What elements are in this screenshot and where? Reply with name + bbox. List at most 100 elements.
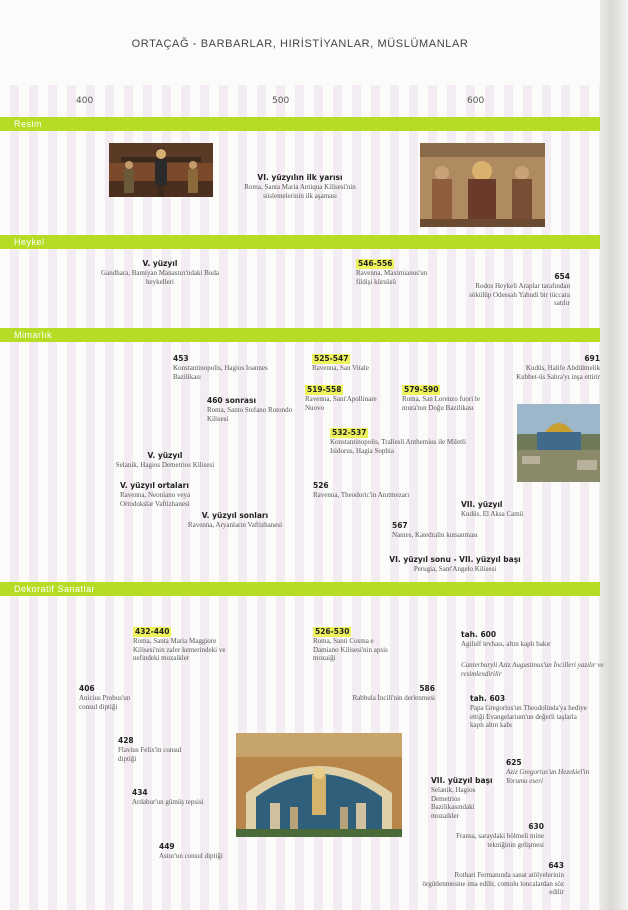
entry-text: Selanik, Hagios Demetrios Bazilikasındak…	[431, 786, 476, 820]
entry-text: Gandhara, Bamiyan Manastırı'ndaki Buda h…	[101, 269, 219, 286]
entry-text: Roma, Santo Stefano Rotondo Kilisesi	[207, 406, 293, 423]
entry-text: Anicius Probus'un consul diptiği	[79, 694, 131, 711]
entry-date: tah. 603	[470, 694, 506, 703]
entry-date: 567	[392, 521, 408, 530]
entry-date: VI. yüzyılın ilk yarısı	[257, 173, 343, 182]
architecture-entry-9: V. yüzyıl ortaları Ravenna, Neoniano vey…	[120, 481, 220, 508]
entry-date: 434	[132, 788, 148, 797]
section-label: Heykel	[14, 237, 45, 247]
architecture-entry-5: 519-558 Ravenna, Sant'Apollinare Nuovo	[305, 385, 380, 412]
section-band-painting: Resim	[0, 117, 600, 131]
entry-text: Canterburyli Aziz Augustinus'un İnciller…	[461, 661, 604, 678]
section-label: Resim	[14, 119, 43, 129]
entry-text: Flavius Felix'in consul diptiği	[118, 746, 182, 763]
entry-text: Konstantinopolis, Hagios Ioannes Bazilik…	[173, 364, 268, 381]
entry-text: Konstantinopolis, Trallesli Anthemius il…	[330, 438, 466, 455]
entry-text: Ravenna, Maximianus'un fildişi kürsüsü	[356, 269, 428, 286]
section-label: Mimarlık	[14, 330, 52, 340]
decorative-entry-6: 586 Rabbula İncili'nin derlenmesi	[345, 684, 435, 703]
entry-date: VII. yüzyıl başı	[431, 776, 493, 785]
entry-date: 586	[419, 684, 435, 693]
sculpture-entry-1: V. yüzyıl Gandhara, Bamiyan Manastırı'nd…	[100, 259, 220, 286]
entry-date: 460 sonrası	[207, 396, 257, 405]
entry-date: 519-558	[305, 385, 344, 395]
decorative-entry-10: 434 Ardabur'un gümüş tepsisi	[132, 788, 212, 807]
entry-date: VII. yüzyıl	[461, 500, 503, 509]
architecture-entry-13: 567 Nantes, Katedralin kutsanması	[392, 521, 512, 540]
entry-text: Ravenna, Theodoric'in Anıtmezarı	[313, 491, 410, 499]
entry-text: Agilulf levhası, altın kaplı bakır	[461, 640, 551, 648]
entry-date: 432-440	[133, 627, 172, 637]
entry-date: tah. 600	[461, 630, 497, 639]
architecture-entry-1: 453 Konstantinopolis, Hagios Ioannes Baz…	[173, 354, 268, 381]
entry-text: Roma, Santi Cosma e Damiano Kilisesi'nin…	[313, 637, 388, 662]
entry-date: 654	[554, 272, 570, 281]
entry-date: V. yüzyıl	[147, 451, 183, 460]
decorative-entry-2: 526-530 Roma, Santi Cosma e Damiano Kili…	[313, 627, 393, 663]
architecture-entry-2: 525-547 Ravenna, San Vitale	[312, 354, 392, 373]
entry-text: Kudüs, Halife Abdülmelik Kubbet-üs Sahra…	[516, 364, 600, 381]
decorative-entry-1: 432-440 Roma, Santa Maria Maggiore Kilis…	[133, 627, 243, 663]
entry-date: 406	[79, 684, 95, 693]
decorative-entry-14: 643 Rothari Fermanında sanat atölyelerin…	[420, 861, 565, 897]
entry-text: Ardabur'un gümüş tepsisi	[132, 798, 204, 806]
decorative-entry-12: 630 Fransa, saraydaki bölmeli mine tekni…	[434, 822, 544, 849]
entry-text: Ravenna, Sant'Apollinare Nuovo	[305, 395, 377, 412]
entry-date: 449	[159, 842, 175, 851]
decorative-entry-7: tah. 603 Papa Gregorius'un Theodolinda'y…	[470, 694, 588, 730]
year-600: 600	[467, 96, 485, 106]
crucifixion-fresco-image	[109, 143, 213, 197]
architecture-entry-4: 460 sonrası Roma, Santo Stefano Rotondo …	[207, 396, 297, 423]
entry-date: 526	[313, 481, 329, 490]
architecture-entry-11: VII. yüzyıl Kudüs, El Aksa Camii	[461, 500, 531, 519]
sculpture-entry-3: 654 Rodos Heykeli Araplar tarafından sök…	[462, 272, 570, 308]
decorative-entry-11: VII. yüzyıl başı Selanik, Hagios Demetri…	[431, 776, 501, 820]
entry-date: 625	[506, 758, 522, 767]
entry-date: V. yüzyıl	[142, 259, 178, 268]
entry-text: Rabbula İncili'nin derlenmesi	[352, 694, 435, 702]
entry-date: 428	[118, 736, 134, 745]
entry-date: 579-590	[402, 385, 441, 395]
architecture-entry-3: 691 Kudüs, Halife Abdülmelik Kubbet-üs S…	[504, 354, 600, 381]
dome-of-the-rock-image	[517, 404, 600, 482]
entry-date: 526-530	[313, 627, 352, 637]
entry-text: Ravenna, Aryanların Vaftizhanesi	[187, 521, 283, 529]
entry-date: 532-537	[330, 428, 369, 438]
entry-text: Kudüs, El Aksa Camii	[461, 510, 524, 518]
section-band-architecture: Mimarlık	[0, 328, 600, 342]
entry-text: Rodos Heykeli Araplar tarafından sökülüp…	[469, 282, 570, 307]
decorative-entry-13: 449 Astur'un consul diptiği	[159, 842, 229, 861]
section-band-sculpture: Heykel	[0, 235, 600, 249]
entry-date: 643	[548, 861, 564, 870]
entry-date: V. yüzyıl sonları	[201, 511, 269, 520]
section-label: Dekoratif Sanatlar	[14, 584, 96, 594]
entry-text: Astur'un consul diptiği	[159, 852, 223, 860]
entry-text: Rothari Fermanında sanat atölyelerinin ö…	[422, 871, 565, 896]
decorative-entry-4: Canterburyli Aziz Augustinus'un İnciller…	[461, 661, 613, 678]
decorative-entry-9: 625 Aziz Gregorius'un Hezekiel'in Yorumu…	[506, 758, 596, 785]
entry-date: 546-556	[356, 259, 395, 269]
entry-date: VI. yüzyıl sonu - VII. yüzyıl başı	[389, 555, 521, 564]
entry-text: Nantes, Katedralin kutsanması	[392, 531, 478, 539]
entry-text: Ravenna, San Vitale	[312, 364, 369, 372]
entry-text: Roma, Santa Maria Antiqua Kilisesi'nin s…	[244, 183, 356, 200]
year-500: 500	[272, 96, 290, 106]
entry-text: Selanik, Hagios Demetrios Kilisesi	[115, 461, 215, 469]
entry-text: Aziz Gregorius'un Hezekiel'in Yorumu ese…	[506, 768, 590, 785]
section-band-decorative: Dekoratif Sanatlar	[0, 582, 600, 596]
entry-date: 691	[584, 354, 600, 363]
page-title: ORTAÇAĞ - BARBARLAR, HIRİSTİYANLAR, MÜSL…	[131, 38, 469, 50]
architecture-entry-6: 579-590 Roma, San Lorenzo fuori le mura'…	[402, 385, 482, 412]
entry-date: 630	[528, 822, 544, 831]
architecture-entry-10: 526 Ravenna, Theodoric'in Anıtmezarı	[313, 481, 443, 500]
entry-text: Roma, San Lorenzo fuori le mura'nın Doğu…	[402, 395, 480, 412]
entry-text: Papa Gregorius'un Theodolinda'ya hediye …	[470, 704, 587, 729]
architecture-entry-14: VI. yüzyıl sonu - VII. yüzyıl başı Perug…	[380, 555, 530, 574]
architecture-entry-8: V. yüzyıl Selanik, Hagios Demetrios Kili…	[100, 451, 230, 470]
year-400: 400	[76, 96, 94, 106]
entry-text: Fransa, saraydaki bölmeli mine tekniğini…	[456, 832, 544, 849]
virgin-enthroned-fresco-image	[420, 143, 545, 227]
entry-date: V. yüzyıl ortaları	[120, 481, 189, 490]
entry-text: Ravenna, Neoniano veya Ortodokslar Vafti…	[120, 491, 191, 508]
entry-date: 525-547	[312, 354, 351, 364]
